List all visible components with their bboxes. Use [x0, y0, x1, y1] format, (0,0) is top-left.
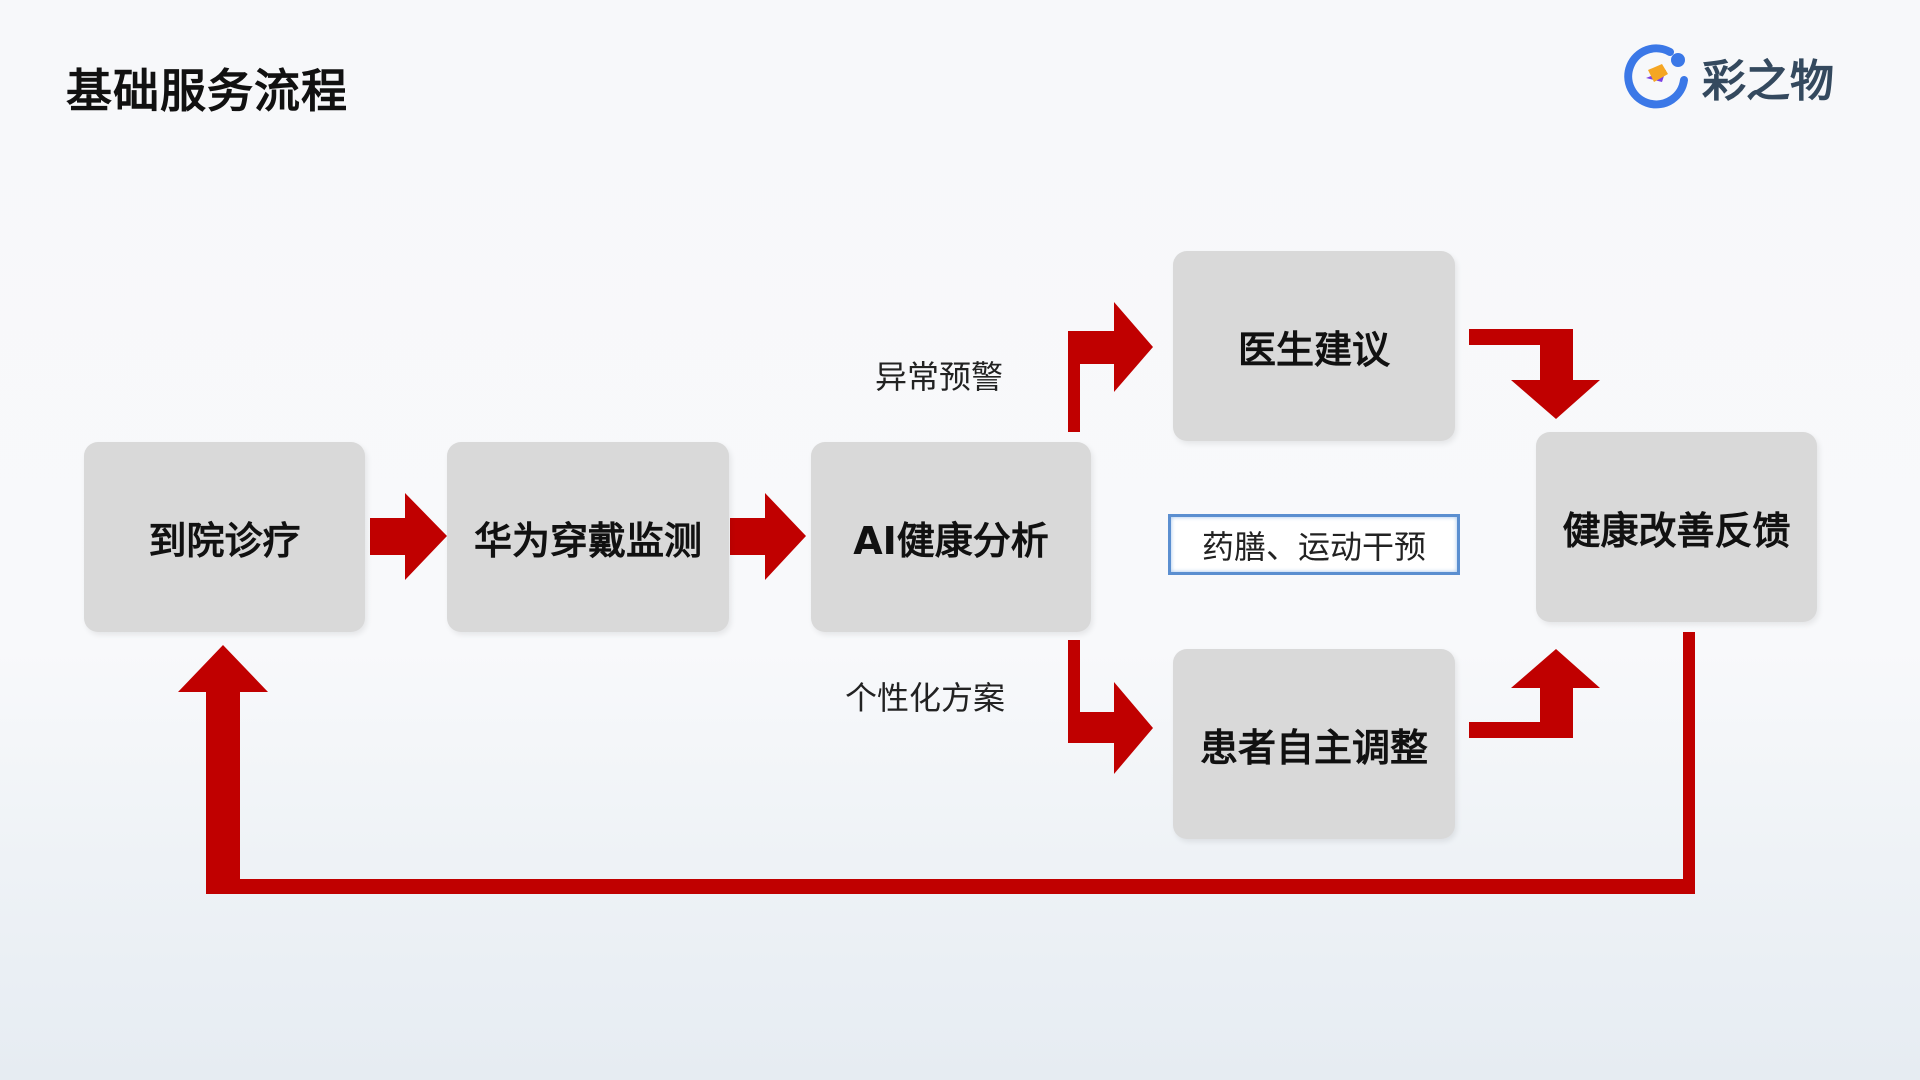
arrow-ai-to-doctor — [1068, 302, 1153, 432]
intervention-tag: 药膳、运动干预 — [1168, 514, 1460, 575]
label-plan: 个性化方案 — [845, 679, 1006, 717]
arrow-doctor-to-feedback — [1469, 329, 1600, 419]
arrow-ai-to-patient — [1068, 640, 1153, 774]
brand-logo-icon — [1624, 44, 1688, 109]
node-ai-analysis: AI健康分析 — [811, 442, 1091, 632]
label-alert: 异常预警 — [875, 358, 1004, 396]
node-health-feedback: 健康改善反馈 — [1536, 432, 1817, 622]
node-wearable: 华为穿戴监测 — [447, 442, 729, 632]
node-doctor-advice: 医生建议 — [1173, 251, 1455, 441]
page-title: 基础服务流程 — [66, 64, 348, 118]
brand-logo: 彩之物 — [1622, 42, 1834, 112]
arrow-feedback-loop-back — [178, 632, 1695, 894]
node-hospital: 到院诊疗 — [84, 442, 365, 632]
arrow-wearable-to-ai — [730, 493, 806, 580]
arrow-patient-to-feedback — [1469, 649, 1600, 738]
arrow-hospital-to-wearable — [370, 493, 447, 580]
node-patient-adjust: 患者自主调整 — [1173, 649, 1455, 839]
brand-name: 彩之物 — [1702, 56, 1834, 107]
